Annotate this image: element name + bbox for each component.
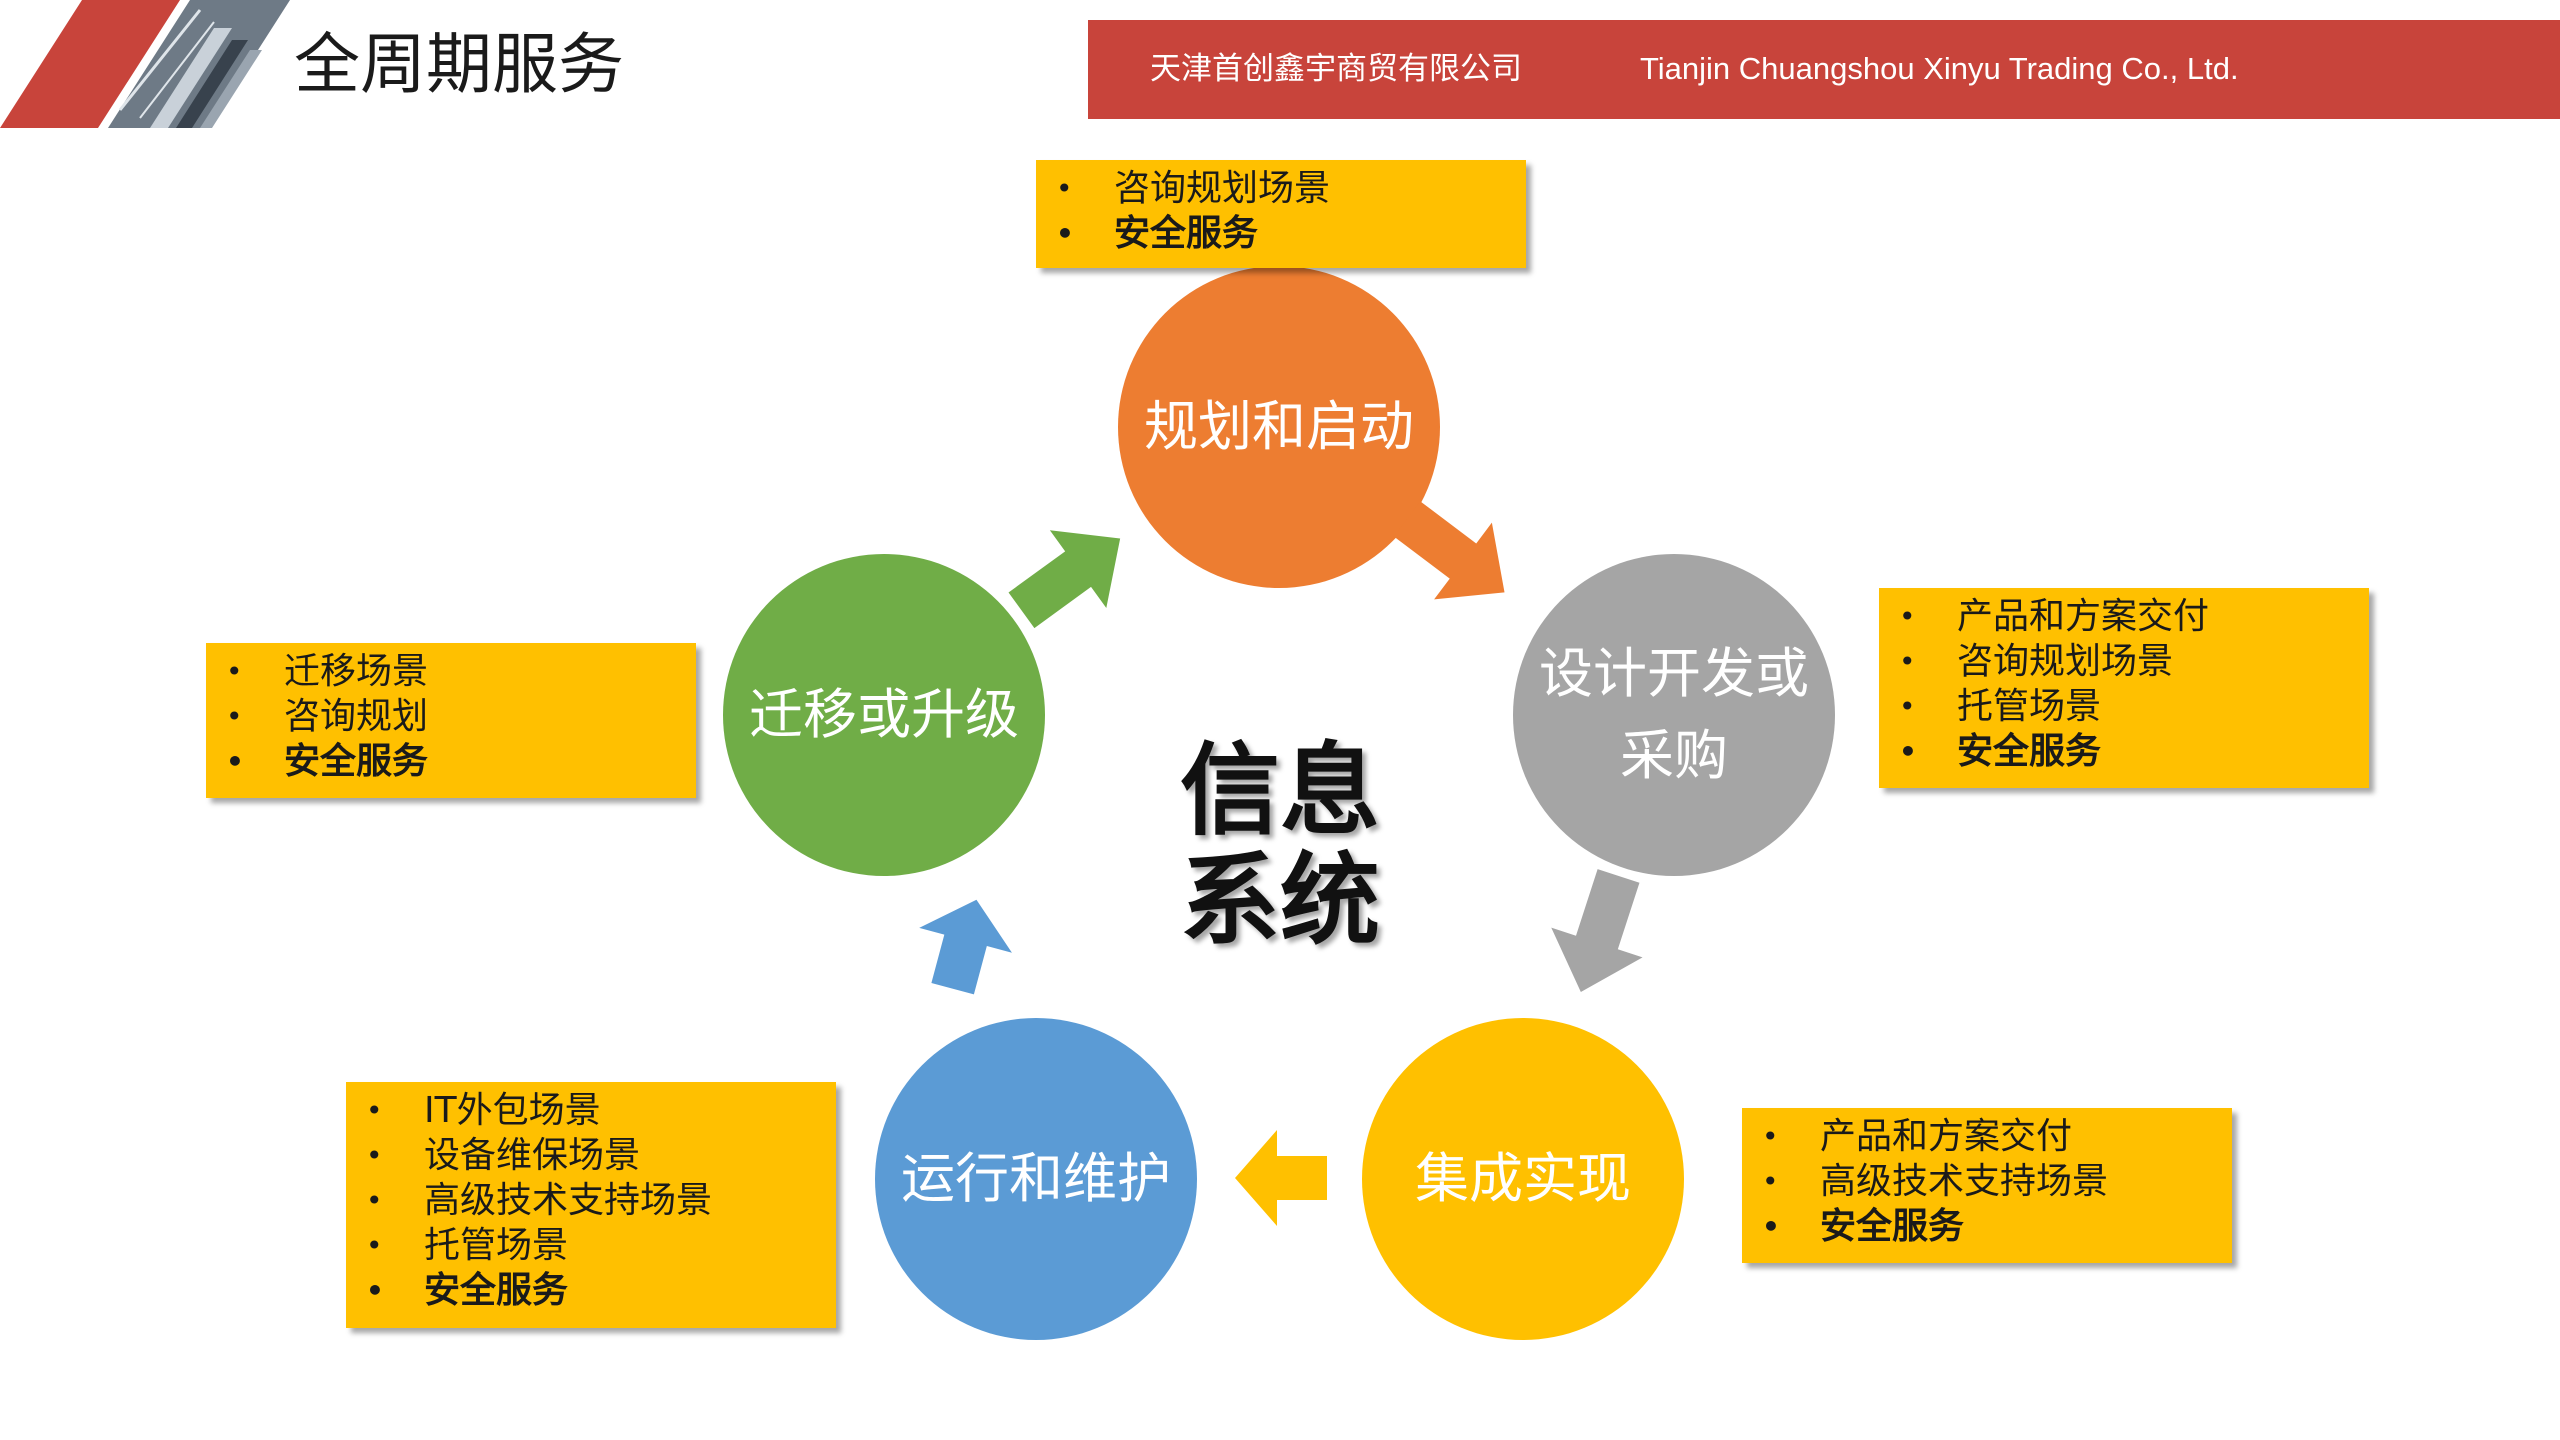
- note-item: 安全服务: [1879, 729, 2369, 774]
- note-item: 迁移场景: [206, 649, 696, 694]
- note-item: IT外包场景: [346, 1088, 836, 1133]
- note-item: 产品和方案交付: [1742, 1114, 2232, 1159]
- center-label: 信息系统: [1180, 732, 1380, 959]
- stage-label-plan: 规划和启动: [1144, 395, 1414, 458]
- arrow-design-to-integrate-icon: [1551, 869, 1643, 992]
- stage-circle-operate: 运行和维护: [875, 1018, 1197, 1340]
- stage-circle-migrate: 迁移或升级: [723, 554, 1045, 876]
- stage-circle-design: 设计开发或采购: [1513, 554, 1835, 876]
- note-item: 托管场景: [346, 1223, 836, 1268]
- note-item: 咨询规划场景: [1879, 639, 2369, 684]
- stage-label-migrate: 迁移或升级: [749, 683, 1019, 746]
- arrow-operate-to-migrate-icon: [919, 899, 1012, 995]
- stage-circle-plan: 规划和启动: [1118, 266, 1440, 588]
- note-item: 安全服务: [346, 1268, 836, 1313]
- stage-circle-integrate: 集成实现: [1362, 1018, 1684, 1340]
- note-item: 咨询规划: [206, 694, 696, 739]
- note-item: 产品和方案交付: [1879, 594, 2369, 639]
- note-item: 安全服务: [1036, 211, 1526, 256]
- stage-label-operate: 运行和维护: [901, 1147, 1171, 1210]
- note-item: 咨询规划场景: [1036, 166, 1526, 211]
- stage-label-integrate: 集成实现: [1415, 1147, 1631, 1210]
- stage-label-design: 设计开发或采购: [1539, 642, 1809, 787]
- note-item: 高级技术支持场景: [1742, 1159, 2232, 1204]
- notes-migrate: 迁移场景 咨询规划 安全服务: [206, 643, 696, 798]
- note-item: 安全服务: [1742, 1204, 2232, 1249]
- company-name-cn: 天津首创鑫宇商贸有限公司: [1150, 51, 1522, 87]
- company-name-en: Tianjin Chuangshou Xinyu Trading Co., Lt…: [1640, 51, 2239, 86]
- notes-design: 产品和方案交付 咨询规划场景 托管场景 安全服务: [1879, 588, 2369, 788]
- company-logo: [0, 0, 290, 128]
- note-item: 托管场景: [1879, 684, 2369, 729]
- arrow-plan-to-design-icon: [1393, 501, 1505, 600]
- arrow-integrate-to-operate-icon: [1235, 1130, 1327, 1226]
- notes-integrate: 产品和方案交付 高级技术支持场景 安全服务: [1742, 1108, 2232, 1263]
- note-item: 安全服务: [206, 739, 696, 784]
- note-item: 高级技术支持场景: [346, 1178, 836, 1223]
- note-item: 设备维保场景: [346, 1133, 836, 1178]
- page-title: 全周期服务: [294, 26, 624, 103]
- notes-plan: 咨询规划场景 安全服务: [1036, 160, 1526, 268]
- header-banner: [1088, 20, 2560, 119]
- notes-operate: IT外包场景 设备维保场景 高级技术支持场景 托管场景 安全服务: [346, 1082, 836, 1328]
- arrow-migrate-to-plan-icon: [1008, 530, 1121, 629]
